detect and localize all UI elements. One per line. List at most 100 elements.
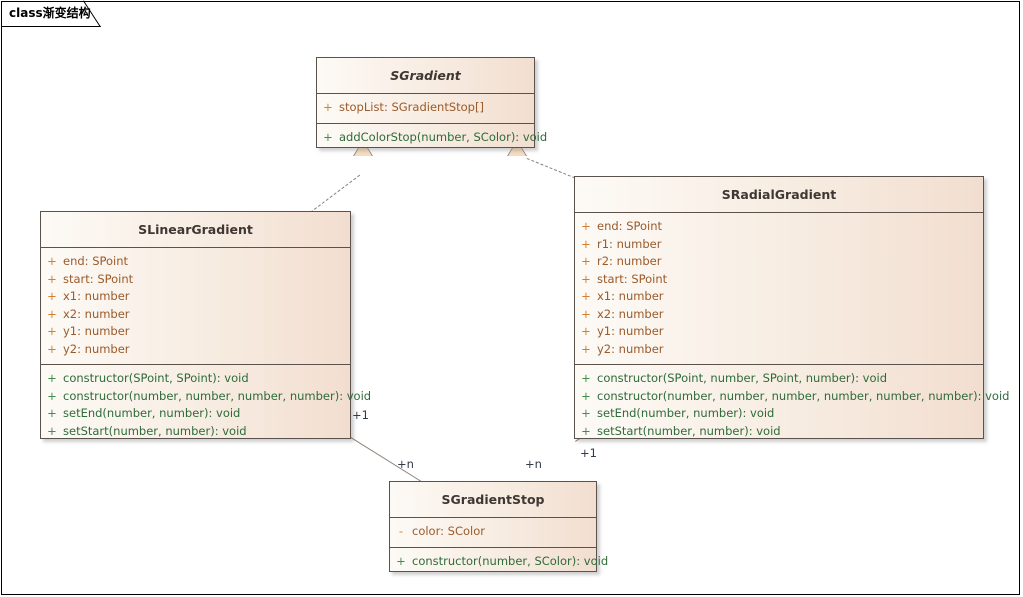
- diagram-title-label: class渐变结构: [9, 6, 91, 20]
- class-box-sgradient[interactable]: SGradient + stopList: SGradientStop[] + …: [316, 57, 547, 148]
- visibility-marker: +: [323, 129, 333, 144]
- member-signature: stopList: SGradientStop[]: [339, 100, 484, 114]
- realization-line-linear: [310, 174, 361, 213]
- class-member-row: + y2: number: [575, 341, 983, 359]
- member-signature: color: SColor: [412, 524, 485, 538]
- class-operations-sgradientstop: + constructor(number, SColor): void: [390, 546, 608, 577]
- class-member-row: + setEnd(number, number): void: [41, 405, 350, 423]
- member-signature: y2: number: [597, 341, 664, 356]
- member-signature: setStart(number, number): void: [597, 423, 781, 438]
- visibility-marker: +: [581, 423, 591, 438]
- class-operations-sgradient: + addColorStop(number, SColor): void: [317, 122, 547, 153]
- multiplicity-linear-target: +n: [397, 457, 414, 471]
- diagram-frame-top-edge: [100, 1, 1020, 2]
- member-signature: addColorStop(number, SColor): void: [339, 129, 548, 144]
- visibility-marker: +: [47, 423, 57, 438]
- visibility-marker: +: [47, 289, 57, 303]
- class-member-row: + setStart(number, number): void: [575, 423, 983, 441]
- class-member-row: - color: SColor: [390, 523, 596, 541]
- member-signature: constructor(number, SColor): void: [412, 553, 609, 568]
- class-title-sgradientstop: SGradientStop: [390, 482, 596, 518]
- visibility-marker: +: [47, 324, 57, 338]
- visibility-marker: +: [581, 219, 591, 233]
- visibility-marker: +: [47, 306, 57, 321]
- class-member-row: + end: SPoint: [575, 218, 983, 236]
- visibility-marker: -: [398, 524, 404, 538]
- class-member-row: + y1: number: [575, 323, 983, 341]
- visibility-marker: +: [581, 271, 591, 286]
- multiplicity-radial-target: +n: [525, 457, 542, 471]
- association-line-linear-stop: [350, 437, 428, 486]
- class-member-row: + x1: number: [575, 288, 983, 306]
- class-attributes-slineargradient: + end: SPoint + start: SPoint + x1: numb…: [41, 248, 350, 364]
- member-signature: x2: number: [597, 306, 664, 321]
- member-signature: x1: number: [63, 289, 130, 303]
- diagram-title-tab-border: [1, 1, 101, 27]
- class-title-slineargradient: SLinearGradient: [41, 212, 350, 248]
- class-member-row: + r2: number: [575, 253, 983, 271]
- visibility-marker: +: [581, 388, 591, 403]
- class-attributes-sgradient: + stopList: SGradientStop[]: [317, 94, 534, 123]
- class-box-sgradientstop[interactable]: SGradientStop - color: SColor + construc…: [389, 481, 608, 572]
- member-signature: start: SPoint: [63, 271, 134, 286]
- visibility-marker: +: [47, 406, 57, 420]
- class-member-row: + stopList: SGradientStop[]: [317, 99, 534, 117]
- class-box-slineargradient[interactable]: SLinearGradient + end: SPoint + start: S…: [40, 211, 371, 439]
- multiplicity-linear-source: +1: [352, 408, 369, 422]
- member-signature: r2: number: [597, 254, 662, 268]
- class-member-row: + x1: number: [41, 288, 350, 306]
- visibility-marker: +: [581, 324, 591, 338]
- member-signature: y2: number: [63, 341, 130, 356]
- member-signature: constructor(SPoint, SPoint): void: [63, 371, 249, 385]
- class-member-row: + constructor(number, number, number, nu…: [41, 388, 371, 406]
- class-member-row: + constructor(SPoint, number, SPoint, nu…: [575, 370, 983, 388]
- class-member-row: + constructor(number, number, number, nu…: [575, 388, 1009, 406]
- class-member-row: + setStart(number, number): void: [41, 423, 350, 441]
- class-member-row: + constructor(SPoint, SPoint): void: [41, 370, 350, 388]
- class-operations-sradialgradient: + constructor(SPoint, number, SPoint, nu…: [575, 364, 1009, 446]
- member-signature: y1: number: [597, 324, 664, 338]
- visibility-marker: +: [47, 388, 57, 403]
- visibility-marker: +: [323, 100, 333, 114]
- visibility-marker: +: [581, 254, 591, 268]
- class-member-row: + y1: number: [41, 323, 350, 341]
- class-member-row: + constructor(number, SColor): void: [390, 553, 608, 571]
- member-signature: constructor(number, number, number, numb…: [597, 388, 1010, 403]
- class-attributes-sradialgradient: + end: SPoint + r1: number + r2: number …: [575, 213, 983, 364]
- class-member-row: + start: SPoint: [575, 271, 983, 289]
- visibility-marker: +: [47, 341, 57, 356]
- member-signature: x2: number: [63, 306, 130, 321]
- visibility-marker: +: [581, 371, 591, 385]
- class-member-row: + y2: number: [41, 341, 350, 359]
- class-title-sradialgradient: SRadialGradient: [575, 177, 983, 213]
- class-operations-slineargradient: + constructor(SPoint, SPoint): void + co…: [41, 364, 371, 446]
- class-title-sgradient: SGradient: [317, 58, 534, 94]
- member-signature: y1: number: [63, 324, 130, 338]
- class-attributes-sgradientstop: - color: SColor: [390, 518, 596, 547]
- member-signature: setStart(number, number): void: [63, 423, 247, 438]
- class-member-row: + start: SPoint: [41, 271, 350, 289]
- class-member-row: + x2: number: [575, 306, 983, 324]
- member-signature: setEnd(number, number): void: [597, 406, 775, 420]
- class-member-row: + addColorStop(number, SColor): void: [317, 129, 547, 147]
- member-signature: r1: number: [597, 236, 662, 251]
- diagram-title-tab: [1, 1, 101, 27]
- class-member-row: + end: SPoint: [41, 253, 350, 271]
- class-member-row: + r1: number: [575, 236, 983, 254]
- member-signature: setEnd(number, number): void: [63, 406, 241, 420]
- class-member-row: + x2: number: [41, 306, 350, 324]
- member-signature: end: SPoint: [597, 219, 663, 233]
- member-signature: constructor(SPoint, number, SPoint, numb…: [597, 371, 888, 385]
- class-member-row: + setEnd(number, number): void: [575, 405, 983, 423]
- visibility-marker: +: [581, 341, 591, 356]
- multiplicity-radial-source: +1: [580, 446, 597, 460]
- member-signature: x1: number: [597, 289, 664, 303]
- visibility-marker: +: [47, 371, 57, 385]
- visibility-marker: +: [396, 553, 406, 568]
- class-box-sradialgradient[interactable]: SRadialGradient + end: SPoint + r1: numb…: [574, 176, 1009, 439]
- member-signature: end: SPoint: [63, 254, 129, 268]
- visibility-marker: +: [581, 406, 591, 420]
- visibility-marker: +: [581, 236, 591, 251]
- visibility-marker: +: [47, 254, 57, 268]
